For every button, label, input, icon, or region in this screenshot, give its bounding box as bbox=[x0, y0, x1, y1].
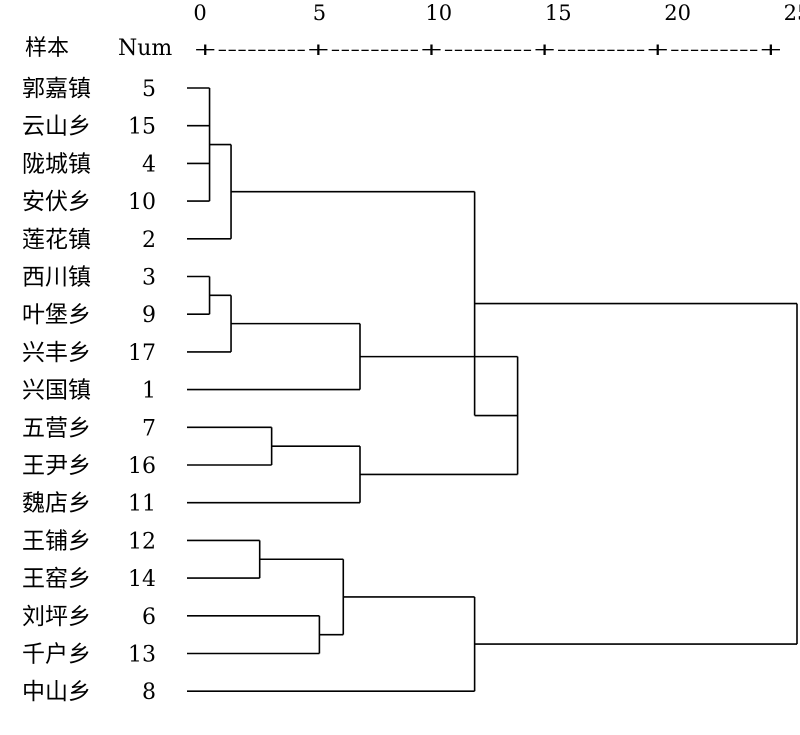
leaf-name: 刘坪乡 bbox=[22, 604, 91, 630]
num-column-header: Num bbox=[118, 36, 172, 61]
leaf-number: 14 bbox=[128, 567, 156, 592]
leaf-name: 千户乡 bbox=[22, 642, 91, 668]
leaf-number: 9 bbox=[142, 303, 156, 328]
leaf-name: 五营乡 bbox=[22, 415, 91, 441]
leaf-number: 13 bbox=[128, 643, 156, 668]
leaf-name: 云山乡 bbox=[22, 114, 91, 140]
cluster-links bbox=[187, 87, 798, 693]
leaf-number: 1 bbox=[142, 379, 156, 404]
tick-label: 20 bbox=[664, 1, 691, 25]
tick-label: 0 bbox=[193, 1, 206, 25]
leaf-number: 16 bbox=[128, 454, 156, 479]
leaf-number: 5 bbox=[142, 77, 156, 102]
leaf-name: 西川镇 bbox=[22, 265, 91, 291]
leaf-name: 魏店乡 bbox=[22, 491, 91, 517]
leaf-number: 10 bbox=[128, 190, 156, 215]
leaf-name: 莲花镇 bbox=[22, 227, 91, 253]
leaf-name: 安伏乡 bbox=[22, 189, 91, 215]
leaf-name: 陇城镇 bbox=[22, 151, 91, 177]
scale-ruler-text: +---------+---------+---------+---------… bbox=[193, 40, 783, 60]
tick-label: 10 bbox=[425, 1, 452, 25]
scale-ticks: 0 5 10 15 20 25 bbox=[193, 1, 800, 25]
leaf-name: 兴丰乡 bbox=[22, 340, 91, 366]
leaf-labels: 郭嘉镇 5 云山乡 15 陇城镇 4 安伏乡 10 莲花镇 2 西川镇 3 叶堡乡 9 兴丰乡 17 兴国镇 1 五… bbox=[22, 76, 156, 705]
leaf-name: 中山乡 bbox=[22, 679, 91, 705]
tick-label: 25 bbox=[784, 1, 800, 25]
leaf-number: 6 bbox=[142, 605, 156, 630]
scale-ruler: +---------+---------+---------+---------… bbox=[193, 40, 783, 60]
leaf-number: 3 bbox=[142, 266, 156, 291]
leaf-number: 8 bbox=[142, 680, 156, 705]
leaf-name: 郭嘉镇 bbox=[22, 76, 91, 102]
sample-column-header: 样本 bbox=[25, 36, 69, 61]
leaf-number: 7 bbox=[142, 416, 156, 441]
leaf-name: 兴国镇 bbox=[22, 378, 91, 404]
leaf-number: 2 bbox=[142, 228, 156, 253]
leaf-name: 王铺乡 bbox=[22, 528, 91, 554]
tick-label: 5 bbox=[313, 1, 326, 25]
leaf-number: 17 bbox=[128, 341, 156, 366]
leaf-number: 4 bbox=[142, 152, 156, 177]
leaf-name: 王尹乡 bbox=[22, 453, 91, 479]
leaf-number: 11 bbox=[128, 492, 156, 517]
leaf-number: 15 bbox=[128, 115, 156, 140]
tick-label: 15 bbox=[545, 1, 572, 25]
leaf-name: 王窑乡 bbox=[22, 566, 91, 592]
leaf-number: 12 bbox=[128, 529, 156, 554]
leaf-name: 叶堡乡 bbox=[22, 302, 91, 328]
